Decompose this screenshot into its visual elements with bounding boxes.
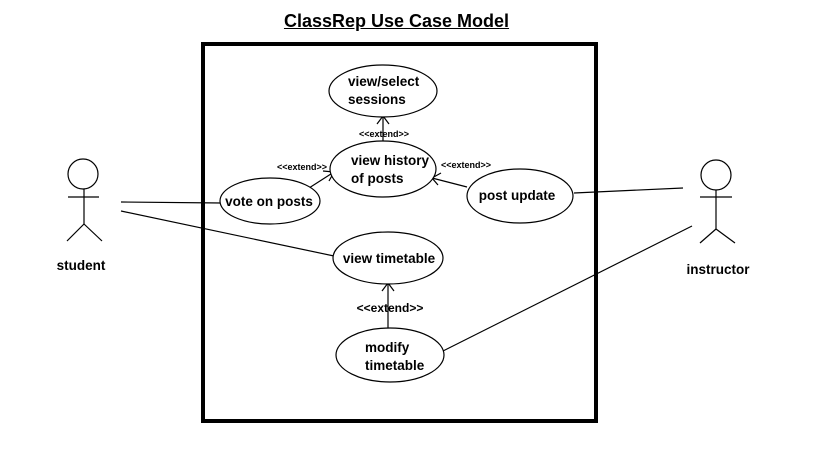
usecase-vote-on-posts[interactable] xyxy=(219,177,321,225)
usecase-view-history-line-1: view history xyxy=(351,153,430,168)
assoc-instructor-modify xyxy=(442,225,693,352)
actor-instructor-label: instructor xyxy=(686,262,750,277)
usecase-post-update-label: post update xyxy=(479,188,556,203)
instructor-right-leg xyxy=(715,228,736,244)
usecase-view-timetable[interactable] xyxy=(332,231,444,285)
usecase-view-history-label: view history xyxy=(351,153,430,168)
usecase-vote-on-posts-label: vote on posts xyxy=(225,194,313,209)
usecase-view-select-sessions-line-2: sessions xyxy=(348,92,406,107)
instructor-left-leg xyxy=(699,228,717,244)
system-boundary xyxy=(201,42,598,423)
usecase-modify-timetable[interactable] xyxy=(335,327,445,383)
usecase-view-timetable-label: view timetable xyxy=(343,251,436,266)
usecase-view-history-label-2: of posts xyxy=(351,171,404,186)
assoc-student-vote xyxy=(120,201,223,204)
extend-label-modify-timetable: <<extend>> xyxy=(357,301,424,315)
actor-student-label: student xyxy=(57,258,106,273)
extend-label-post-history: <<extend>> xyxy=(441,160,491,170)
extend-line-post-history xyxy=(431,177,468,188)
student-right-leg xyxy=(83,223,103,242)
usecase-post-update[interactable] xyxy=(466,168,574,224)
usecase-view-select-sessions-label-2: sessions xyxy=(348,92,406,107)
assoc-instructor-post-update xyxy=(573,187,684,194)
usecase-modify-timetable-label-2: timetable xyxy=(365,358,425,373)
usecase-view-select-sessions[interactable] xyxy=(328,64,438,118)
usecase-modify-timetable-line-2: timetable xyxy=(365,358,425,373)
usecase-modify-timetable-label: modify xyxy=(365,340,410,355)
usecase-view-history-line-2: of posts xyxy=(351,171,404,186)
extend-line-vote-history xyxy=(308,171,335,189)
usecase-view-select-sessions-label: view/select xyxy=(348,74,420,89)
diagram-title: ClassRep Use Case Model xyxy=(283,11,510,31)
assoc-student-timetable xyxy=(120,210,335,257)
extend-label-vote-history: <<extend>> xyxy=(277,162,327,172)
instructor-head xyxy=(700,159,732,191)
usecase-view-select-sessions-line-1: view/select xyxy=(348,74,420,89)
usecase-modify-timetable-line-1: modify xyxy=(365,340,410,355)
actor-instructor[interactable] xyxy=(699,159,736,244)
extend-label-history-sessions: <<extend>> xyxy=(359,129,409,139)
actor-student[interactable] xyxy=(66,158,103,242)
usecase-view-history-of-posts[interactable] xyxy=(329,140,437,198)
student-left-leg xyxy=(66,223,85,242)
student-head xyxy=(67,158,99,190)
